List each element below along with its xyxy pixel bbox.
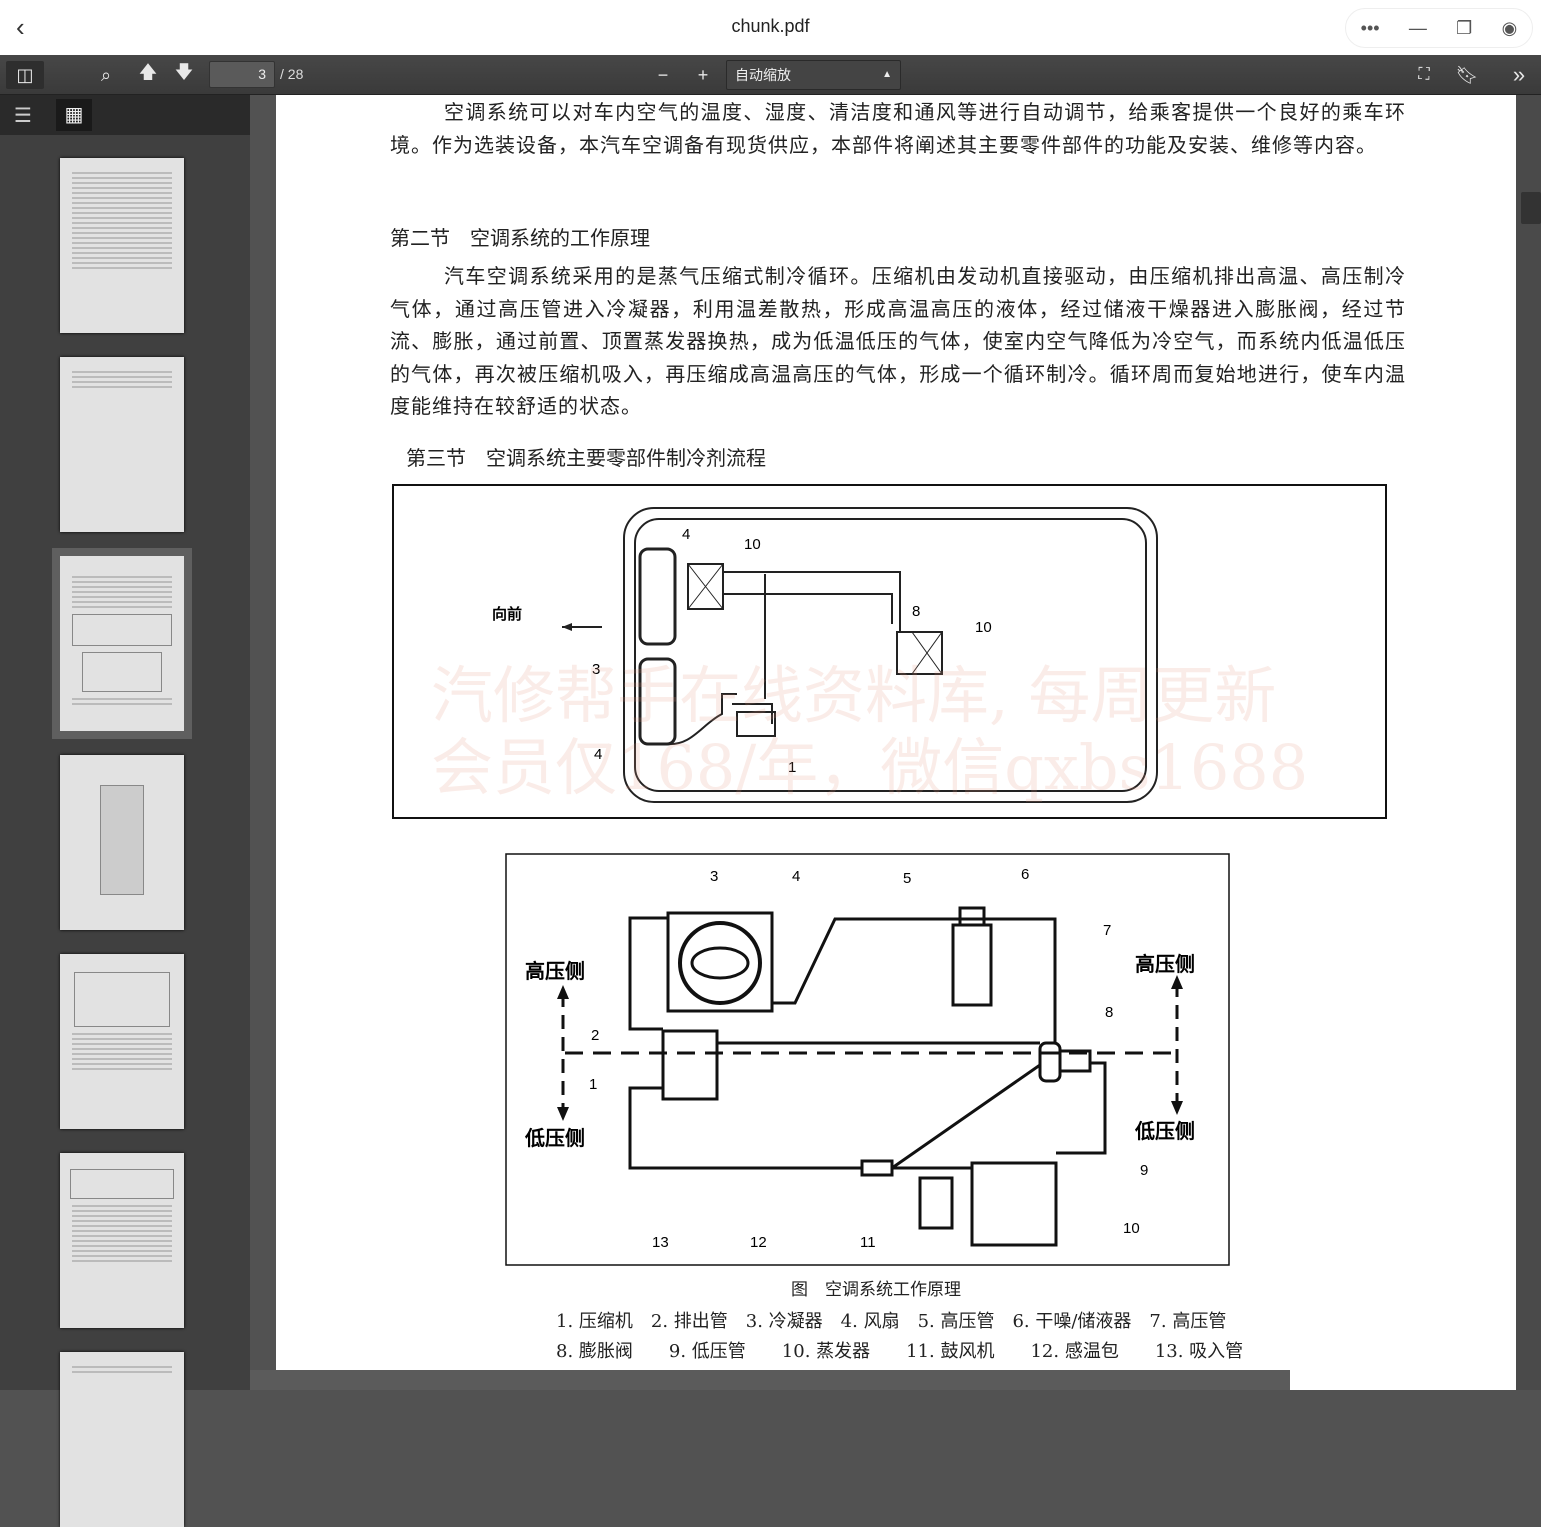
window-title: chunk.pdf (731, 16, 810, 36)
page-thumbnail-5[interactable] (60, 954, 184, 1129)
thumbnail-sidebar: ☰ ▦ (0, 95, 250, 1527)
page-thumbnail-7[interactable] (60, 1352, 184, 1527)
legend-line-1: 1. 压缩机 2. 排出管 3. 冷凝器 4. 风扇 5. 高压管 6. 干噪/… (556, 1311, 1227, 1332)
zoom-out-button[interactable]: − (657, 64, 669, 85)
horizontal-scrollbar[interactable] (250, 1370, 1290, 1390)
zoom-in-button[interactable]: + (697, 64, 709, 85)
callout-label: 8 (912, 603, 920, 620)
outline-view-icon[interactable]: ☰ (14, 105, 32, 127)
callout-label: 8 (1105, 1004, 1113, 1021)
watermark-line: 汽修帮手在线资料库, 每周更新 (431, 659, 1277, 732)
high-pressure-left-label: 高压侧 (525, 959, 585, 983)
page-thumbnail-3[interactable] (52, 548, 192, 739)
title-bar: ‹ chunk.pdf ••• — ❐ ◉ (0, 0, 1541, 55)
search-icon[interactable]: ⌕ (100, 64, 112, 85)
vertical-scrollbar[interactable] (1516, 95, 1541, 1390)
callout-label: 2 (591, 1027, 599, 1044)
callout-label: 10 (1123, 1220, 1140, 1237)
page-number-input[interactable]: 3 (209, 61, 275, 88)
callout-label: 5 (903, 870, 911, 887)
page-thumbnail-1[interactable] (60, 158, 184, 333)
low-pressure-left-label: 低压侧 (524, 1126, 585, 1150)
callout-label: 4 (594, 746, 602, 763)
callout-label: 11 (860, 1234, 876, 1251)
low-pressure-right-label: 低压侧 (1134, 1119, 1195, 1143)
callout-label: 6 (1021, 866, 1029, 883)
figure-caption: 图 空调系统工作原理 (791, 1280, 961, 1300)
watermark: 汽修帮手在线资料库, 每周更新会员仅168/年，微信qxbs1688 (431, 660, 1308, 804)
section-heading-2: 第二节 空调系统的工作原理 (390, 226, 650, 250)
back-button[interactable]: ‹ (16, 12, 25, 42)
sidebar-toolbar: ☰ ▦ (0, 95, 250, 135)
previous-page-button[interactable]: 🡅 (138, 62, 158, 82)
callout-label: 4 (792, 868, 800, 885)
callout-label: 1 (589, 1076, 597, 1093)
callout-label: 3 (592, 661, 600, 678)
zoom-select[interactable]: 自动缩放 ▲ (726, 60, 901, 90)
select-arrow-icon: ▲ (882, 69, 892, 80)
restore-icon[interactable]: ❐ (1456, 17, 1473, 38)
record-icon[interactable]: ◉ (1501, 17, 1518, 38)
forward-label: 向前 (492, 605, 522, 623)
scrollbar-thumb[interactable] (1521, 192, 1541, 224)
callout-label: 4 (682, 526, 690, 543)
page-thumbnail-4[interactable] (60, 755, 184, 930)
callout-label: 3 (710, 868, 718, 885)
minimize-icon[interactable]: — (1408, 17, 1427, 38)
page-thumbnail-6[interactable] (60, 1153, 184, 1328)
callout-label: 12 (750, 1234, 767, 1251)
callout-label: 13 (652, 1234, 669, 1251)
sidebar-toggle-button[interactable]: ◫ (6, 61, 44, 89)
section-heading-3: 第三节 空调系统主要零部件制冷剂流程 (406, 446, 766, 470)
page-thumbnail-2[interactable] (60, 357, 184, 532)
zoom-value: 自动缩放 (735, 67, 791, 83)
paragraph-principle: 汽车空调系统采用的是蒸气压缩式制冷循环。压缩机由发动机直接驱动，由压缩机排出高温… (390, 264, 1406, 418)
callout-label: 1 (788, 759, 796, 776)
thumbnail-view-icon[interactable]: ▦ (56, 99, 92, 131)
legend-line-2: 8. 膨胀阀 9. 低压管 10. 蒸发器 11. 鼓风机 12. 感温包 13… (556, 1341, 1244, 1362)
refrigerant-flow-diagram: 高压侧 高压侧 低压侧 低压侧 3 4 5 6 7 2 8 1 9 10 11 … (505, 853, 1230, 1266)
callout-label: 10 (975, 619, 992, 636)
bookmark-icon[interactable]: 🔖︎ (1455, 64, 1479, 85)
more-icon[interactable]: ••• (1360, 17, 1380, 38)
vehicle-layout-diagram: 向前 4 10 8 10 3 4 1 (392, 484, 1387, 819)
paragraph-intro: 空调系统可以对车内空气的温度、湿度、清洁度和通风等进行自动调节，给乘客提供一个良… (390, 100, 1406, 157)
callout-label: 10 (744, 536, 761, 553)
more-tools-icon[interactable]: » (1512, 62, 1526, 87)
watermark-line: 会员仅168/年，微信qxbs1688 (431, 731, 1309, 804)
callout-label: 7 (1103, 922, 1111, 939)
pdf-page: 空调系统可以对车内空气的温度、湿度、清洁度和通风等进行自动调节，给乘客提供一个良… (276, 95, 1516, 1390)
next-page-button[interactable]: 🡇 (174, 62, 194, 82)
window-controls: ••• — ❐ ◉ (1345, 8, 1533, 48)
callout-label: 9 (1140, 1162, 1148, 1179)
high-pressure-right-label: 高压侧 (1135, 952, 1195, 976)
page-count: / 28 (280, 66, 304, 82)
fullscreen-icon[interactable]: ⛶ (1418, 66, 1430, 83)
